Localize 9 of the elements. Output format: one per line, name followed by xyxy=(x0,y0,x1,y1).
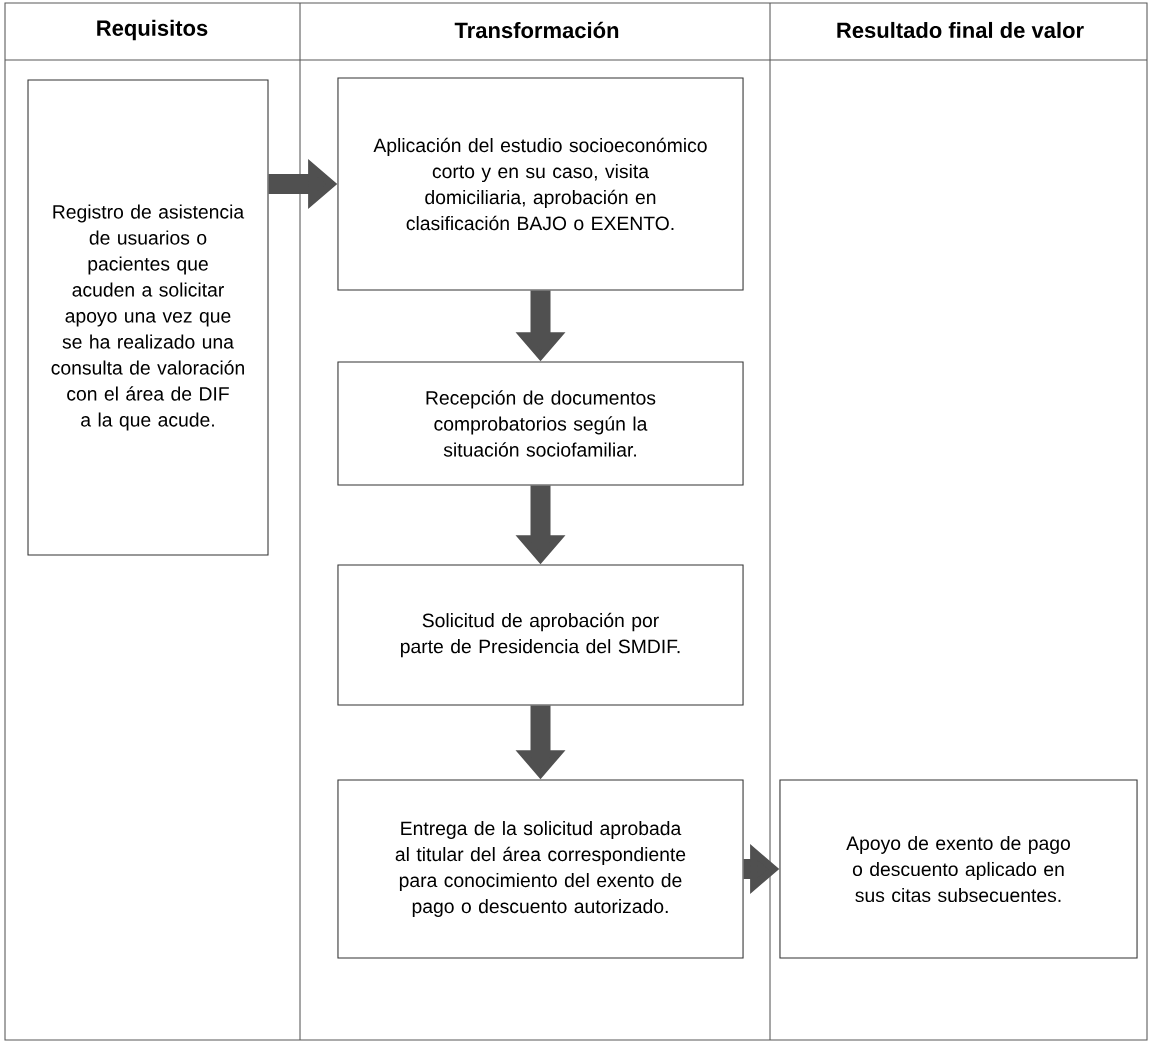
column-header: Transformación xyxy=(454,21,619,39)
process-box: Aplicación del estudio socioeconómico corto y en su caso, visita domiciliaria, aprobación en clasificación BAJO o EXENTO. xyxy=(337,77,744,291)
process-box: Apoyo de exento de pago o descuento aplicado en sus citas subsecuentes. xyxy=(779,779,1138,959)
column-header: Resultado final de valor xyxy=(837,21,1084,39)
column-header: Requisitos xyxy=(97,19,208,41)
process-box: Entrega de la solicitud aprobada al titular del área correspondiente para conocimiento del exento de pago o descuento autorizado. xyxy=(337,779,744,959)
process-box: Solicitud de aprobación por parte de Presidencia del SMDIF. xyxy=(337,564,744,706)
process-box: Registro de asistencia de usuarios o pacientes que acuden a solicitar apoyo una vez que se ha realizado una consulta de valoración con el área de DIF a la que acude. xyxy=(27,79,269,556)
process-box: Recepción de documentos comprobatorios según la situación sociofamiliar. xyxy=(337,361,744,486)
